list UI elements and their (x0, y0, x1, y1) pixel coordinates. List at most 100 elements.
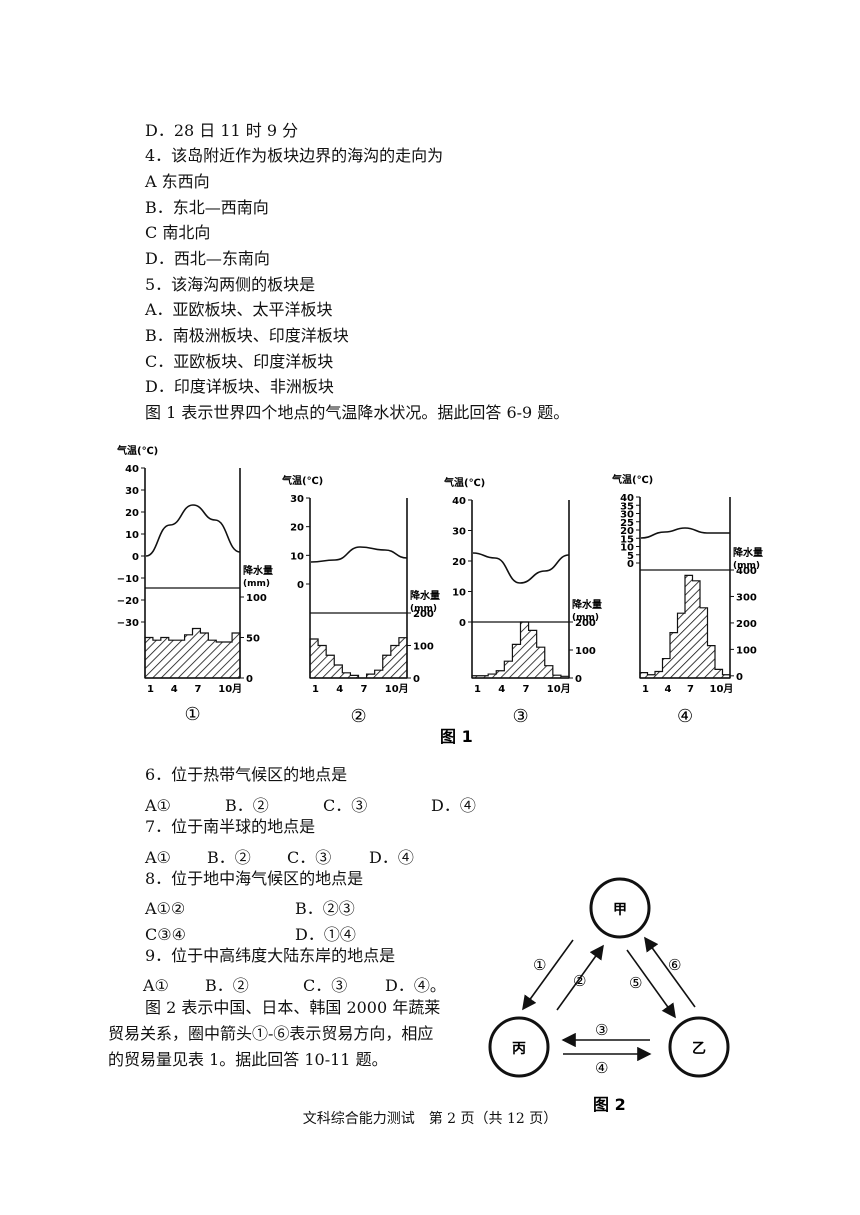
option-7d: D．④ (369, 848, 414, 867)
option-4b: B．东北—西南向 (145, 198, 269, 217)
precip-tick-label: 400 (736, 566, 757, 577)
precip-tick-label: 0 (736, 672, 743, 683)
precip-tick-label: 0 (246, 674, 253, 685)
option-7c: C．③ (287, 848, 332, 867)
month-label: 10月 (218, 683, 242, 695)
option-5d: D．印度详板块、非洲板块 (145, 377, 334, 396)
month-label: 4 (171, 684, 178, 695)
panel-number: ③ (513, 706, 529, 727)
month-label: 1 (147, 684, 154, 695)
temp-tick-label: −20 (117, 596, 139, 607)
month-label: 4 (498, 684, 505, 695)
option-4a: A 东西向 (145, 172, 210, 191)
temp-tick-label: 30 (125, 486, 139, 497)
question-7: 7．位于南半球的地点是 (145, 817, 316, 836)
node-left-label: 丙 (512, 1041, 526, 1057)
temp-tick-label: 0 (132, 552, 139, 563)
question-5: 5．该海沟两侧的板块是 (145, 275, 316, 294)
figure-1-intro: 图 1 表示世界四个地点的气温降水状况。据此回答 6-9 题。 (145, 403, 570, 422)
question-9: 9．位于中高纬度大陆东岸的地点是 (145, 946, 396, 965)
option-9b: B．② (205, 976, 249, 995)
temp-tick-label: 30 (620, 510, 634, 521)
precip-unit-label: (mm) (243, 579, 270, 589)
option-5c: C．亚欧板块、印度洋板块 (145, 352, 334, 371)
precip-axis-label: 降水量 (733, 546, 763, 559)
figure-2-caption: 图 2 (593, 1095, 626, 1114)
temp-tick-label: 20 (452, 557, 466, 568)
month-label: 7 (523, 684, 530, 695)
month-label: 7 (687, 684, 694, 695)
temperature-curve (310, 546, 408, 563)
precip-tick-label: 200 (575, 618, 596, 629)
precip-tick-label: 100 (246, 593, 267, 604)
precip-unit-label: (mm) (733, 561, 760, 571)
node-top-circle (589, 877, 651, 939)
precip-tick-label: 100 (575, 646, 596, 657)
temp-tick-label: 5 (627, 551, 634, 562)
precip-tick-label: 50 (246, 634, 260, 645)
option-6d: D．④ (431, 796, 476, 815)
month-label: 10月 (385, 683, 409, 695)
temp-tick-label: 25 (620, 518, 634, 529)
precip-bars (144, 627, 241, 679)
temp-tick-label: 40 (452, 496, 466, 507)
panel-number: ① (185, 704, 201, 725)
arrow-2-label: ② (573, 972, 586, 990)
precip-bars (309, 637, 408, 679)
temp-tick-label: 20 (125, 508, 139, 519)
month-label: 4 (665, 684, 672, 695)
precip-bars (639, 574, 731, 679)
temp-axis-label: 气温(℃) (611, 473, 653, 486)
temp-tick-label: 10 (290, 551, 304, 562)
temp-tick-label: 0 (459, 618, 466, 629)
precip-axis-label: 降水量 (243, 564, 273, 577)
panel-number: ② (351, 706, 367, 727)
precip-axis-label: 降水量 (410, 589, 440, 602)
arrow-1-label: ① (533, 956, 546, 974)
arrow-5-label: ⑤ (629, 974, 642, 992)
temp-tick-label: 20 (620, 526, 634, 537)
option-8c: C③④ (145, 925, 186, 944)
temp-axis-label: 气温(℃) (443, 476, 485, 489)
option-7a: A① (145, 848, 171, 867)
arrow-6-label: ⑥ (668, 956, 681, 974)
precip-bars (471, 621, 570, 679)
option-9c: C．③ (303, 976, 348, 995)
month-label: 10月 (710, 683, 734, 695)
month-label: 1 (642, 684, 649, 695)
question-4: 4．该岛附近作为板块边界的海沟的走向为 (145, 146, 444, 165)
option-8b: B．②③ (295, 899, 355, 918)
precip-tick-label: 100 (413, 642, 434, 653)
month-label: 7 (361, 684, 368, 695)
temp-axis-label: 气温(℃) (116, 444, 158, 457)
precip-tick-label: 300 (736, 592, 757, 603)
temp-tick-label: −30 (117, 618, 139, 629)
option-6c: C．③ (323, 796, 368, 815)
temp-tick-label: 35 (620, 501, 634, 512)
temp-tick-label: 0 (297, 580, 304, 591)
precip-axis-label: 降水量 (572, 598, 602, 611)
precip-unit-label: (mm) (572, 613, 599, 623)
figure-1-caption: 图 1 (440, 727, 473, 746)
page-footer: 文科综合能力测试 第 2 页（共 12 页） (302, 1111, 558, 1127)
temp-tick-label: −10 (117, 574, 139, 585)
figure-2: 甲 丙 乙 ① ② ③ ④ ⑤ ⑥ 图 2 (488, 877, 730, 1114)
arrow-2 (556, 944, 604, 1011)
text-line: D．28 日 11 时 9 分 (145, 121, 299, 140)
temperature-curve (145, 504, 241, 557)
temp-tick-label: 30 (452, 527, 466, 538)
temp-tick-label: 40 (620, 493, 634, 504)
temp-tick-label: 15 (620, 534, 634, 545)
arrow-5 (626, 949, 676, 1019)
figure-2-intro: 图 2 表示中国、日本、韩国 2000 年蔬莱贸易关系，圈中箭头①-⑥表示贸易方… (108, 998, 441, 1069)
month-label: 1 (312, 684, 319, 695)
temp-tick-label: 10 (620, 543, 634, 554)
option-9d: D．④。 (385, 976, 446, 995)
panel-number: ④ (677, 706, 693, 727)
arrow-6 (644, 936, 696, 1008)
